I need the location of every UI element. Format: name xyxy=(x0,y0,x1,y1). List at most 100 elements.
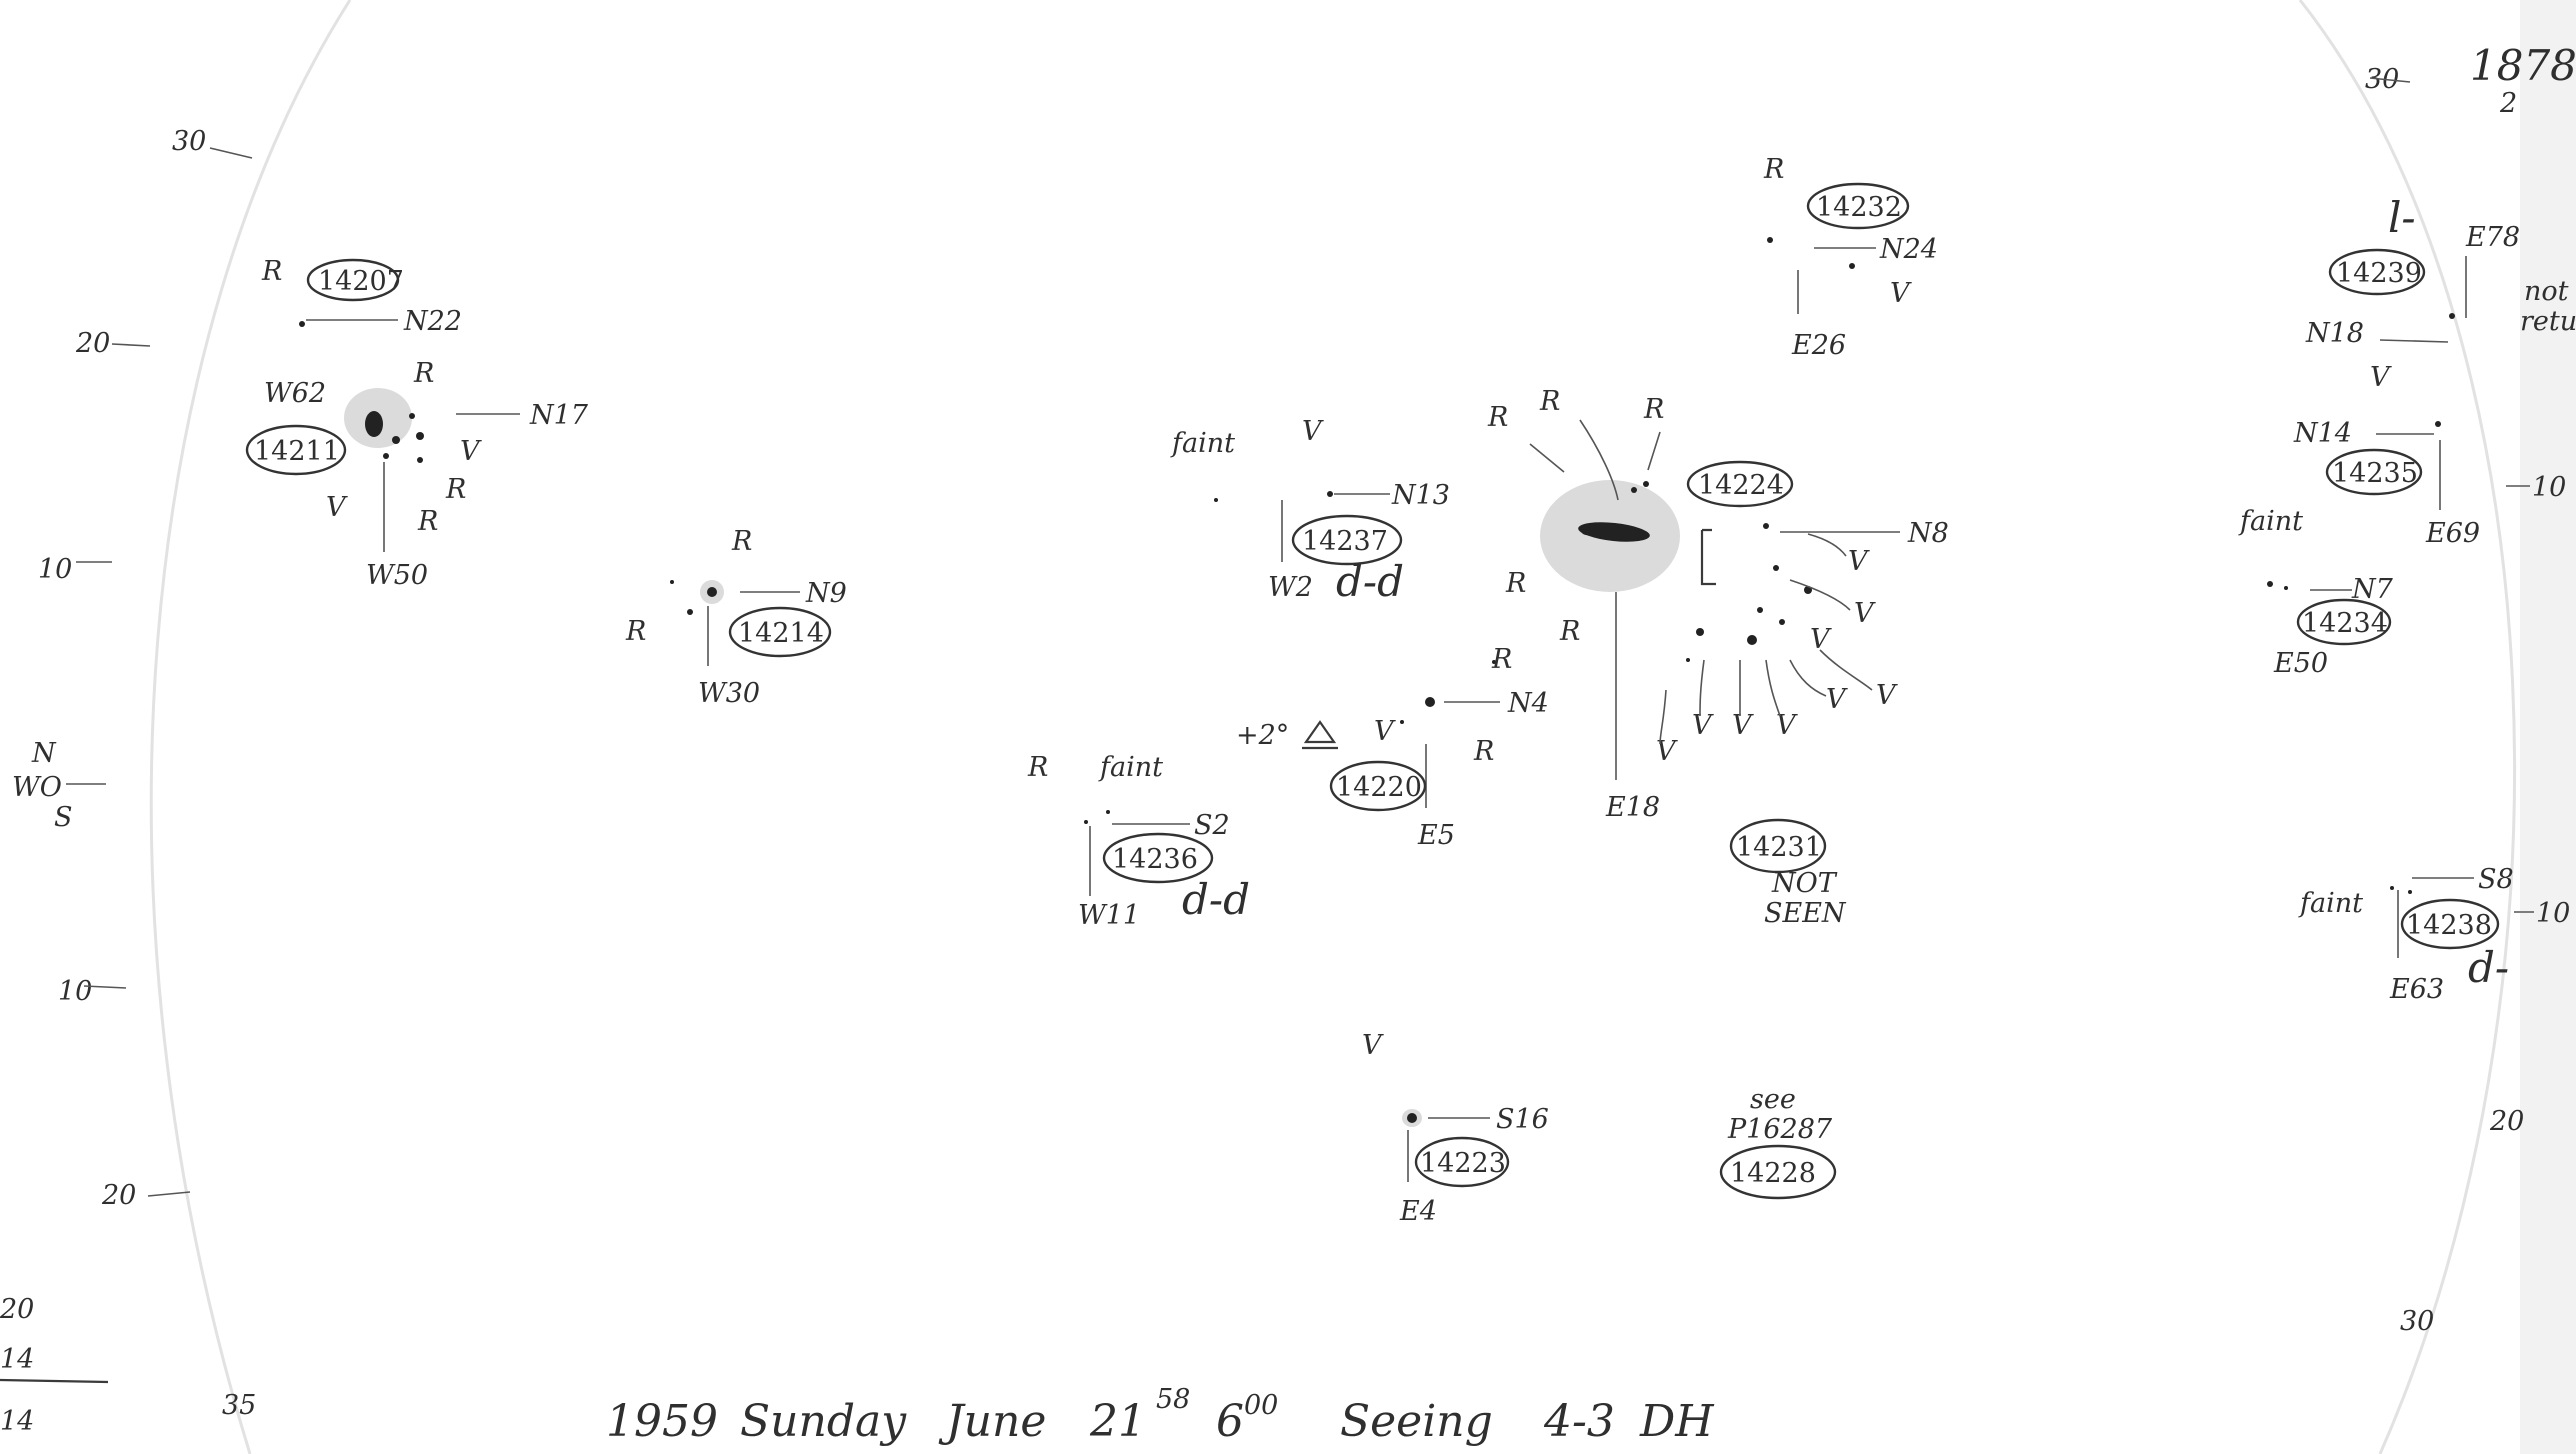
region-label: R xyxy=(1643,394,1664,425)
sunspot xyxy=(1327,491,1333,497)
violet-label: V xyxy=(1848,546,1870,577)
longitude-label: E63 xyxy=(2389,974,2444,1005)
region-label: R xyxy=(1559,616,1580,647)
sunspot-group-14211[interactable]: 14211 R N17 V R V R W50 xyxy=(245,358,589,591)
footer-year: 1959 xyxy=(606,1396,718,1447)
sunspot-group-14224[interactable]: R R R R R 14224 N8 E18 V V V V V V V V V… xyxy=(1487,386,1949,823)
right-tick-label-3: 20 xyxy=(2489,1106,2524,1137)
sunspot-group-14231[interactable]: 14231 NOT SEEN xyxy=(1729,818,1847,929)
sunspot-group-14235[interactable]: V N14 14235 E69 xyxy=(2293,362,2480,549)
sunspot xyxy=(1763,523,1769,529)
group-id-oval xyxy=(1102,832,1214,884)
faint-label: faint xyxy=(1098,752,1163,783)
latitude-label: N22 xyxy=(403,306,462,337)
status-label: NOT xyxy=(1771,868,1838,899)
sunspot-group-14234[interactable]: faint N7 14234 E50 xyxy=(2238,506,2394,679)
sunspot xyxy=(416,432,424,440)
offset-note: +2° xyxy=(1236,720,1289,751)
triangle-icon xyxy=(1302,720,1338,750)
sunspot xyxy=(2408,890,2412,894)
latitude-label: N8 xyxy=(1907,518,1949,549)
sunspot xyxy=(1773,565,1779,571)
solar-limb-left xyxy=(149,0,352,1454)
note-label: retu xyxy=(2520,306,2576,337)
group-id: 14228 xyxy=(1730,1158,1816,1189)
sunspot xyxy=(1767,237,1773,243)
bracket-mark xyxy=(1700,528,1716,586)
footer-day: Sunday xyxy=(740,1396,907,1447)
latitude-label: N9 xyxy=(805,578,847,609)
group-id-oval xyxy=(245,424,347,476)
group-id-oval xyxy=(1729,818,1827,874)
left-tick-label-1: 30 xyxy=(172,126,206,157)
group-id: 14236 xyxy=(1112,844,1198,875)
region-label: R xyxy=(731,526,752,557)
right-tick-label-4: 30 xyxy=(2400,1306,2434,1337)
sunspot-group-14238[interactable]: faint S8 14238 E63 d- xyxy=(2298,864,2514,1005)
sunspot xyxy=(2449,313,2455,319)
drawing-number: 1878 xyxy=(2470,41,2576,90)
group-id-oval xyxy=(2296,598,2392,646)
longitude-label: W50 xyxy=(366,560,428,591)
header: 30 1878 2 xyxy=(2365,41,2576,119)
left-center-WO: WO xyxy=(12,772,62,803)
sunspot-group-14236[interactable]: R faint S2 14236 W11 d-d xyxy=(1027,752,1250,931)
violet-label: V xyxy=(1656,736,1678,767)
drawing-number-sub: 2 xyxy=(2499,88,2517,119)
sunspot xyxy=(2435,421,2441,427)
left-center-S: S xyxy=(54,802,73,833)
class-label: d- xyxy=(2468,943,2509,992)
note-label: not xyxy=(2524,276,2569,307)
violet-label: V xyxy=(1302,416,1324,447)
group-id: 14223 xyxy=(1420,1148,1506,1179)
fraction-top: 20 xyxy=(0,1294,34,1325)
group-id: 14238 xyxy=(2406,910,2492,941)
region-label: R xyxy=(1487,402,1508,433)
group-id-oval xyxy=(306,258,400,302)
sunspot xyxy=(392,436,400,444)
left-tick-mark-1 xyxy=(209,147,253,159)
sunspot-group-14228[interactable]: see P16287 14228 xyxy=(1719,1084,1837,1200)
solar-limb-right xyxy=(2298,0,2517,1454)
right-tick-label-2: 10 xyxy=(2536,898,2570,929)
left-tick-label-5: 20 xyxy=(101,1180,136,1211)
footer-time: 6 xyxy=(1216,1396,1244,1447)
longitude-label: W30 xyxy=(698,678,760,709)
sunspot-group-14237[interactable]: faint V N13 14237 W2 d-d xyxy=(1170,416,1450,606)
group-id-oval xyxy=(2328,248,2426,296)
sunspot-group-14207[interactable]: 14207 R N22 W62 xyxy=(261,256,462,409)
region-label: R xyxy=(1539,386,1560,417)
longitude-label: E50 xyxy=(2273,648,2328,679)
region-label: R xyxy=(625,616,646,647)
violet-label: V xyxy=(1876,680,1898,711)
violet-label: V xyxy=(326,492,348,523)
violet-label: V xyxy=(1776,710,1798,741)
region-label: R xyxy=(1027,752,1048,783)
violet-label: V xyxy=(1362,1030,1384,1061)
class-label: l- xyxy=(2388,193,2416,242)
faint-label: faint xyxy=(2298,888,2363,919)
longitude-label: E18 xyxy=(1605,792,1660,823)
sunspot-group-14232[interactable]: R 14232 N24 V E26 xyxy=(1763,154,1938,361)
left-tick-mark-5 xyxy=(147,1191,191,1197)
group-id: 14231 xyxy=(1736,832,1822,863)
longitude-label: W11 xyxy=(1078,900,1140,931)
latitude-label: N24 xyxy=(1879,234,1938,265)
footer-seeing-value: 4-3 xyxy=(1543,1396,1615,1447)
group-id-oval xyxy=(1414,1136,1510,1188)
class-label: d-d xyxy=(1182,875,1250,924)
sunspot-group-14239[interactable]: l- 14239 E78 not retu N18 xyxy=(2305,193,2576,349)
sunspot xyxy=(707,587,717,597)
longitude-label: E5 xyxy=(1417,820,1455,851)
fraction-bottom: 14 xyxy=(0,1406,34,1437)
sunspot-group-14223[interactable]: V S16 14223 E4 xyxy=(1362,1030,1549,1227)
group-id-oval xyxy=(1806,182,1910,230)
latitude-label: S8 xyxy=(2478,864,2514,895)
see-reference: P16287 xyxy=(1727,1114,1833,1145)
sunspot-group-14220[interactable]: R N4 +2° V R 14220 E5 xyxy=(1236,644,1549,851)
sunspot xyxy=(383,453,389,459)
violet-label: V xyxy=(1810,624,1832,655)
sunspot-group-14214[interactable]: R N9 N9 14214 R W30 xyxy=(625,526,847,709)
class-label: d-d xyxy=(1336,557,1404,606)
footer-seeing-label: Seeing xyxy=(1340,1396,1493,1447)
